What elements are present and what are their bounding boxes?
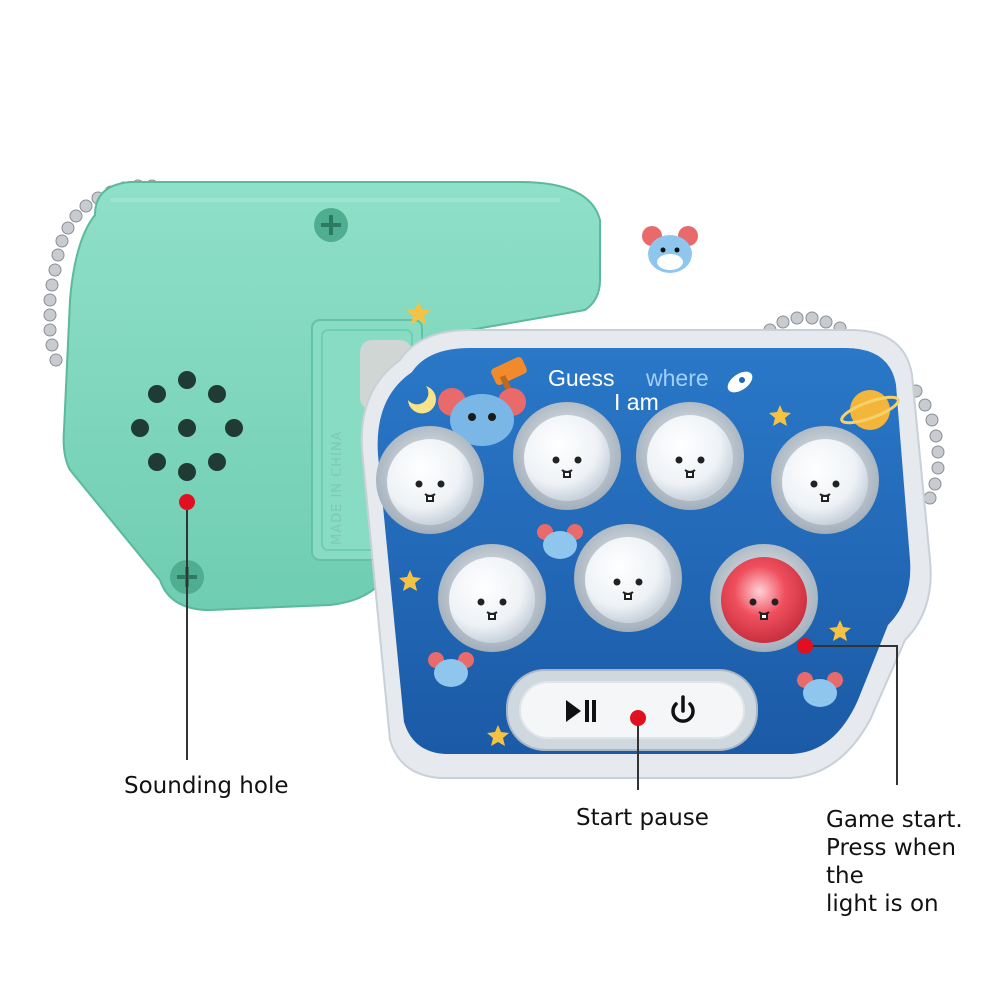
sounding-hole-marker [179,494,195,510]
mole-button [636,402,744,510]
start-pause-marker [630,710,646,726]
power-icon [671,695,695,723]
made-in-label: MADE IN CHINA [330,430,345,545]
device-front [360,301,932,779]
game-start-line-1: Game start. [826,807,963,833]
game-start-label: Game start. Press when the light is on [826,806,1000,918]
speaker-holes [131,371,243,481]
mole-button-lit [710,544,818,652]
mascot-mouse-small [537,524,583,559]
mascot-mouse-top [438,388,526,446]
mouse-icon [642,226,698,273]
mole-button [771,426,879,534]
game-start-marker [797,638,813,654]
mascot-mouse-small [428,652,474,687]
start-pause-label: Start pause [576,805,709,831]
mole-button [438,544,546,652]
mole-button [574,524,682,632]
title-i-am: I am [614,389,659,415]
mole-button [513,402,621,510]
mole-button [376,426,484,534]
rocket-icon [727,371,753,393]
title-guess: Guess [548,365,615,391]
mole-faces [415,456,840,620]
sounding-hole-label: Sounding hole [124,773,289,799]
star-decorations [399,301,851,746]
mascot-mouse-small [797,672,843,707]
play-pause-icon [566,700,596,722]
game-start-line-2: Press when the [826,835,956,889]
control-bar [506,669,758,751]
planet-icon [840,390,900,430]
callout-lines [179,494,898,790]
title-where: where [646,365,709,391]
moon-icon [408,386,436,414]
game-start-line-3: light is on [826,891,939,917]
